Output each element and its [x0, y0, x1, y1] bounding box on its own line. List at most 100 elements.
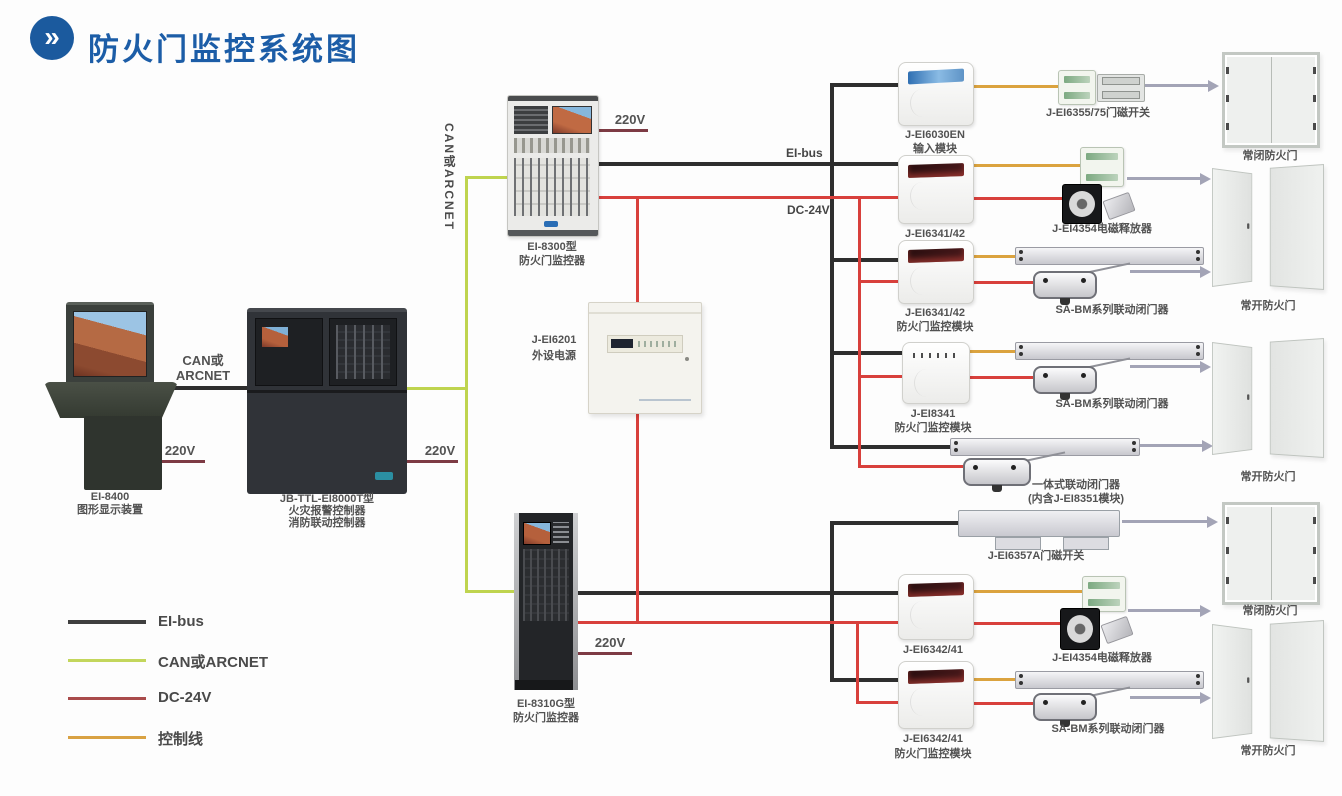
legend-label-ei-bus: EI-bus: [158, 613, 204, 630]
psu-display: [607, 335, 683, 353]
magnetic-releaser-bottom: [1060, 608, 1100, 650]
door-switch-pcb-row7: [1082, 576, 1126, 612]
magnetic-releaser-bottom-bracket: [1100, 615, 1134, 645]
can-arcnet-label-line2: ARCNET: [175, 368, 231, 383]
monitor-module-jei6342-41-model-label: J-EI6342/41: [903, 733, 963, 745]
door-leaf-fixed: [1269, 164, 1324, 290]
module-jei6341-42: [898, 155, 974, 224]
wire-eibus-8310-to-module: [577, 591, 898, 595]
monitor-module-jei8341: [902, 342, 970, 404]
module-jei6030en: [898, 62, 974, 126]
wire-dc24v-trunk-top: [858, 196, 861, 468]
fire-door-4-closed: [1222, 502, 1320, 605]
cabinet-indicator-grid: [336, 325, 390, 379]
ei8400-pedestal: [84, 416, 162, 490]
wire-eibus-branch-integrated: [830, 445, 952, 449]
legend-label-can: CAN或ARCNET: [158, 654, 268, 671]
cabinet-model-label: JB-TTL-EI8000T型: [279, 493, 375, 505]
module-jei6341-42-label: J-EI6341/42: [905, 228, 965, 240]
ei8400-desk: [44, 382, 178, 418]
door-leaf-open: [1212, 623, 1253, 739]
wire-dc24v-branch-m6: [856, 701, 898, 704]
magnetic-releaser-bottom-label: J-EI4354电磁释放器: [1052, 652, 1152, 664]
door-switch-jei6355-pcb: [1058, 70, 1096, 105]
fire-door-5-label: 常开防火门: [1240, 745, 1296, 757]
ei8300-screen: [552, 106, 592, 134]
door-leaf-fixed: [1269, 620, 1324, 742]
ei8300-door-monitor: [507, 95, 599, 237]
brand-logo: [544, 221, 558, 227]
door-switch-jei6357a-label: J-EI6357A门磁开关: [987, 550, 1085, 562]
arrow-to-door5-bottom: [1130, 691, 1211, 704]
door-leaf-open: [1212, 341, 1253, 455]
wire-eibus-trunk-bottom: [830, 521, 834, 682]
wire-eibus-branch-m1: [830, 83, 898, 87]
cabinet-panel-right: [329, 318, 397, 386]
220v-label-8310: 220V: [594, 635, 626, 650]
magnetic-releaser-top-bracket: [1102, 191, 1136, 221]
wire-eibus-branch-m4: [832, 351, 902, 355]
fire-door-5-open: [1212, 620, 1324, 742]
fire-door-1-closed: [1222, 52, 1320, 148]
chevrons-right-icon: »: [30, 16, 74, 60]
wire-red-m5-to-releaser: [972, 622, 1060, 625]
wire-red-m4-to-closer: [968, 376, 1033, 379]
psu-keyhole: [685, 357, 689, 361]
ei8300-keypad: [514, 138, 590, 153]
ei8300-bottom-strip: [508, 230, 598, 236]
ei8300-indicators: [514, 106, 548, 134]
wire-red-m2-to-releaser: [972, 197, 1062, 200]
legend-swatch-dc24v: [68, 697, 146, 700]
integrated-closer-label: 一体式联动闭门器: [1032, 479, 1120, 491]
fire-door-3-open: [1212, 338, 1324, 458]
wire-ctrl-m2-to-switch: [972, 164, 1080, 167]
module-jei6030en-name-label: 输入模块: [913, 143, 957, 155]
fire-door-1-label: 常闭防火门: [1242, 150, 1298, 162]
ei8310g-switch-grid: [523, 549, 569, 621]
door-hinge: [1313, 67, 1316, 74]
can-arcnet-vertical-label: CAN或ARCNET: [442, 123, 456, 231]
fire-door-2-open: [1212, 164, 1324, 290]
wire-dc24v-trunk-bottom: [856, 621, 859, 704]
fire-door-2-label: 常开防火门: [1240, 300, 1296, 312]
ei8300-name-label: 防火门监控器: [519, 255, 585, 267]
arrow-to-door3-top: [1130, 360, 1211, 373]
wire-eibus-trunk-top: [830, 83, 834, 449]
sabm-2-label: SA-BM系列联动闭门器: [1055, 398, 1169, 410]
wire-220v-8300: [597, 129, 648, 132]
ei8310g-door-monitor: [514, 513, 578, 690]
page-title: 防火门监控系统图: [88, 32, 360, 67]
monitor-module-jei6342-41: [898, 661, 974, 729]
arrow-to-door1: [1145, 79, 1219, 92]
ei8310g-screen: [523, 522, 551, 545]
cabinet-name1-label: 火灾报警控制器: [288, 505, 366, 517]
magnetic-releaser-top-label: J-EI4354电磁释放器: [1052, 223, 1152, 235]
door-switch-pcb-row2: [1080, 147, 1124, 187]
sabm-rail-2: [1015, 342, 1204, 360]
door-switch-jei6357a: [958, 510, 1120, 550]
fire-door-3-label: 常开防火门: [1240, 471, 1296, 483]
wire-dc24v-8310-to-module: [577, 621, 898, 624]
ei8310g-base: [515, 680, 577, 690]
ei8310g-name-label: 防火门监控器: [513, 712, 579, 724]
cabinet-panel-left: [255, 318, 323, 386]
sabm-body-2: [1033, 366, 1097, 394]
ei8300-top-strip: [508, 96, 598, 101]
ei8300-model-label: EI-8300型: [527, 241, 577, 253]
legend-swatch-can: [68, 659, 146, 662]
integrated-closer-body: [963, 458, 1031, 486]
door-switch-jei6355-label: J-EI6355/75门磁开关: [1046, 107, 1150, 119]
module-jei6030en-model-label: J-EI6030EN: [905, 129, 965, 141]
sabm-body-1: [1033, 271, 1097, 299]
arrow-to-door2-bottom: [1130, 265, 1211, 278]
monitor-module-jei6341-42-name-label: 防火门监控模块: [896, 321, 974, 333]
brand-logo: [375, 472, 393, 480]
wire-ctrl-m4-to-rail: [968, 350, 1017, 353]
door-leaf-open: [1212, 167, 1253, 287]
legend-label-ctrl: 控制线: [158, 731, 204, 748]
wire-ctrl-m6-to-rail: [972, 678, 1017, 681]
cabinet-name2-label: 消防联动控制器: [288, 517, 366, 529]
legend-swatch-ei-bus: [68, 620, 146, 624]
wire-ctrl-m1-to-switch: [972, 85, 1058, 88]
